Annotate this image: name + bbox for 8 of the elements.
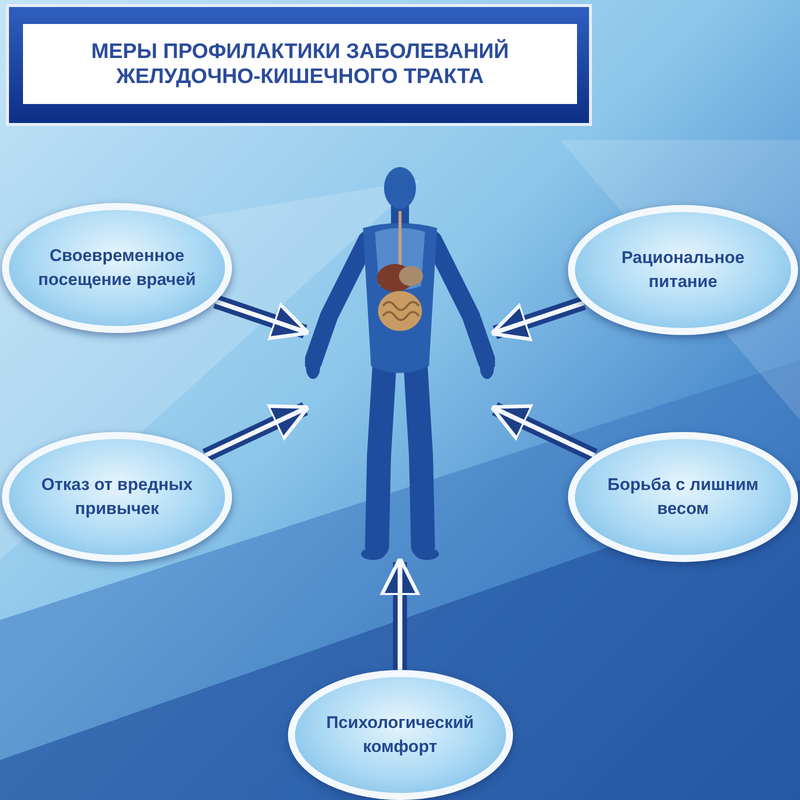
human-body-drawing — [305, 166, 495, 562]
node-label: Отказ от вредных привычек — [40, 474, 194, 520]
node-label: Рациональное питание — [620, 247, 746, 293]
node-label: Психологический комфорт — [325, 712, 475, 758]
title: МЕРЫ ПРОФИЛАКТИКИ ЗАБОЛЕВАНИЙ ЖЕЛУДОЧНО-КИШЕЧНОГО ТРАКТА — [23, 24, 577, 104]
node-label: Своевременное посещение врачей — [37, 245, 197, 291]
block-arrow — [380, 556, 420, 670]
node-label: Борьба с лишним весом — [606, 474, 760, 520]
